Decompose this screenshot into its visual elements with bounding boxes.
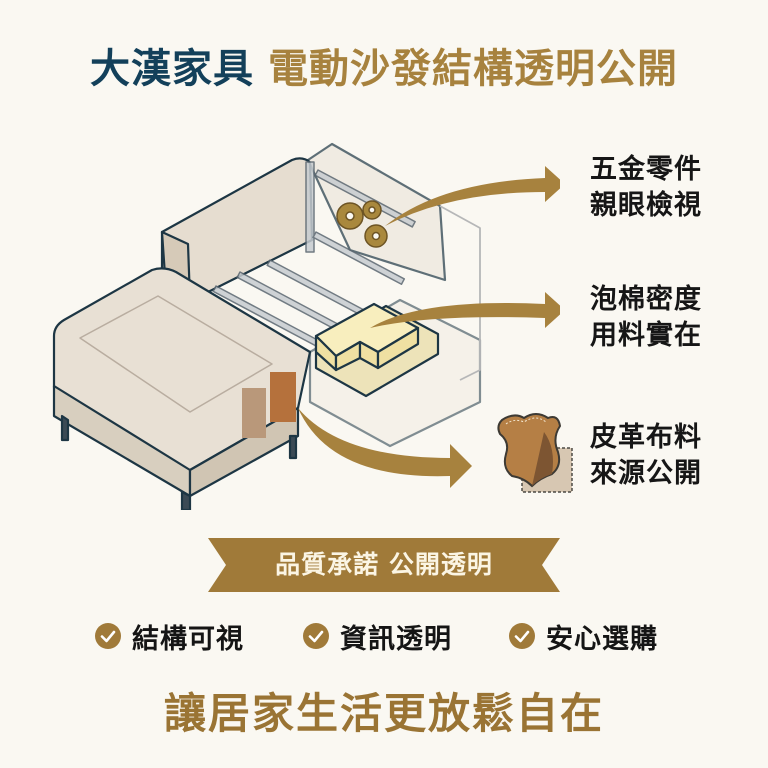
checklist: 結構可視 資訊透明 安心選購 (0, 614, 768, 658)
headline: 電動沙發結構透明公開 (268, 46, 678, 92)
check-label: 安心選購 (546, 623, 658, 655)
page-title: 大漢家具電動沙發結構透明公開 (0, 36, 768, 94)
sofa-illustration (52, 142, 560, 510)
check-item-structure: 結構可視 (94, 614, 244, 658)
feature-foam: 泡棉密度 用料實在 (590, 282, 702, 354)
check-circle-icon (303, 623, 329, 649)
feature-leather: 皮革布料 來源公開 (590, 420, 702, 492)
check-circle-icon (95, 623, 121, 649)
feature-foam-line1: 泡棉密度 (590, 284, 702, 315)
feature-hardware-line2: 親眼檢視 (590, 190, 702, 221)
brand-name: 大漢家具 (90, 46, 254, 92)
feature-hardware: 五金零件 親眼檢視 (590, 152, 702, 224)
promise-banner: 品質承諾 公開透明 (208, 536, 560, 594)
check-item-peace: 安心選購 (508, 614, 658, 658)
check-label: 結構可視 (132, 623, 244, 655)
feature-leather-line1: 皮革布料 (590, 422, 702, 453)
feature-leather-line2: 來源公開 (590, 458, 702, 489)
check-label: 資訊透明 (340, 623, 452, 655)
check-circle-icon (509, 623, 535, 649)
banner-text: 品質承諾 公開透明 (275, 550, 493, 579)
ribbon-icon (208, 538, 560, 592)
feature-foam-line2: 用料實在 (590, 320, 702, 351)
check-item-info: 資訊透明 (302, 614, 452, 658)
feature-hardware-line1: 五金零件 (590, 154, 702, 185)
leather-swatch-icon (497, 413, 573, 493)
slogan: 讓居家生活更放鬆自在 (163, 689, 604, 738)
